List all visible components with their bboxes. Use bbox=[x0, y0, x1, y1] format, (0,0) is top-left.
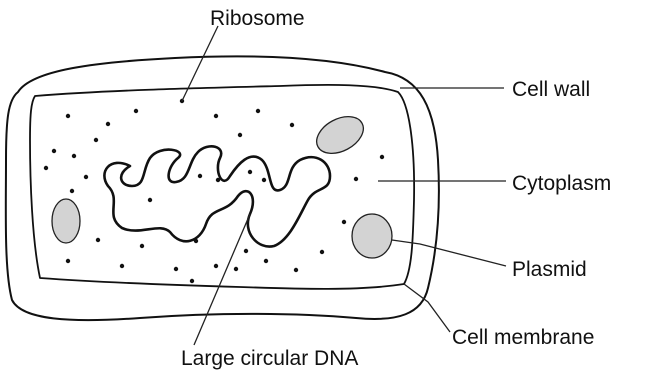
ribosome-dot bbox=[106, 122, 110, 126]
label-cell-wall: Cell wall bbox=[512, 78, 590, 101]
plasmid-top-right bbox=[310, 109, 369, 161]
ribosome-dot bbox=[290, 123, 294, 127]
ribosome-dot bbox=[248, 170, 252, 174]
ribosome-dot bbox=[190, 279, 194, 283]
ribosome-dot bbox=[66, 259, 70, 263]
ribosome-dot bbox=[294, 268, 298, 272]
label-cytoplasm: Cytoplasm bbox=[512, 172, 611, 195]
ribosome-dot bbox=[216, 178, 220, 182]
ribosome-dot bbox=[148, 198, 152, 202]
cell-membrane bbox=[30, 85, 414, 289]
ribosome-dot bbox=[244, 249, 248, 253]
ribosome-dot bbox=[66, 114, 70, 118]
ribosome-dot bbox=[94, 138, 98, 142]
ribosome-dot bbox=[262, 178, 266, 182]
ribosome-leader-line bbox=[182, 26, 218, 101]
label-cell-membrane: Cell membrane bbox=[452, 326, 594, 349]
ribosome-dot bbox=[120, 264, 124, 268]
ribosome-dot bbox=[214, 114, 218, 118]
ribosome-dot bbox=[140, 244, 144, 248]
ribosome-dot bbox=[342, 220, 346, 224]
ribosome-dot bbox=[134, 109, 138, 113]
ribosome-dot bbox=[264, 259, 268, 263]
ribosome-dot bbox=[174, 267, 178, 271]
ribosome-dot bbox=[354, 177, 358, 181]
plasmid-left bbox=[52, 199, 80, 243]
ribosome-dot bbox=[52, 149, 56, 153]
ribosome-dot bbox=[70, 189, 74, 193]
ribosome-dot bbox=[84, 175, 88, 179]
ribosome-dot bbox=[214, 264, 218, 268]
plasmid-leader-line bbox=[392, 240, 506, 266]
ribosome-dot bbox=[380, 155, 384, 159]
ribosome-dot bbox=[96, 238, 100, 242]
plasmid-right bbox=[352, 214, 392, 258]
label-ribosome: Ribosome bbox=[210, 7, 305, 30]
ribosome-dot bbox=[44, 166, 48, 170]
ribosome-dot bbox=[72, 154, 76, 158]
ribosome-dot bbox=[256, 109, 260, 113]
label-large-circular-dna: Large circular DNA bbox=[181, 347, 358, 370]
ribosome-dot bbox=[234, 267, 238, 271]
ribosome-dot bbox=[194, 239, 198, 243]
large-circular-dna bbox=[104, 146, 330, 246]
label-plasmid: Plasmid bbox=[512, 258, 587, 281]
ribosome-dot bbox=[238, 133, 242, 137]
ribosome-dot bbox=[198, 174, 202, 178]
ribosome-dot bbox=[320, 250, 324, 254]
